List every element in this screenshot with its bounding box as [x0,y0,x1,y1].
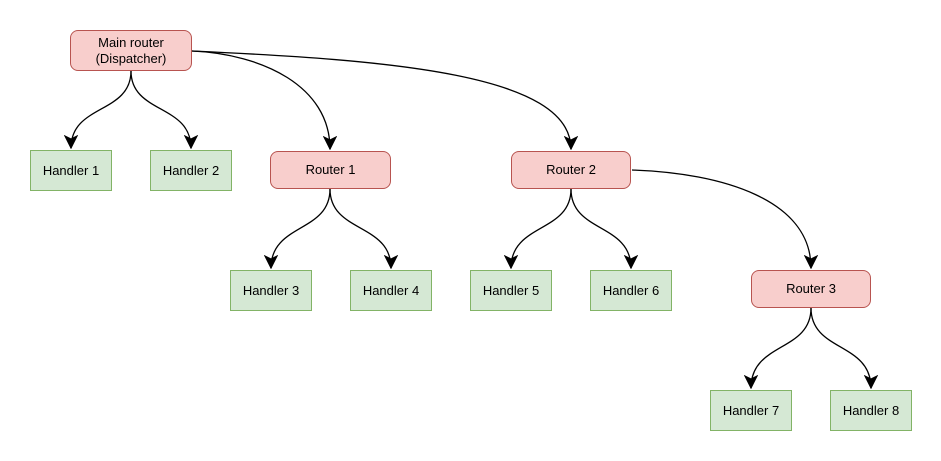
handler-4-label: Handler 4 [362,282,420,298]
node-router-3: Router 3 [751,270,871,308]
edge-router-3-to-handler-8 [810,307,871,388]
edge-main-router-to-router-2 [191,50,571,149]
node-handler-8: Handler 8 [830,390,912,431]
edge-main-router-to-handler-2 [130,70,191,148]
router-1-label: Router 1 [305,162,356,177]
handler-8-label: Handler 8 [842,402,900,418]
node-handler-3: Handler 3 [230,270,312,311]
edge-router-1-to-handler-3 [271,188,331,268]
router-2-label: Router 2 [546,162,596,177]
handler-5-label: Handler 5 [482,282,540,298]
edge-router-2-to-handler-6 [570,188,631,268]
handler-1-label: Handler 1 [42,162,100,178]
node-router-1: Router 1 [270,151,391,189]
node-handler-5: Handler 5 [470,270,552,311]
main-router-label-line1: Main router [98,34,164,50]
main-router-label-line2: (Dispatcher) [95,50,167,66]
node-handler-2: Handler 2 [150,150,232,191]
node-handler-4: Handler 4 [350,270,432,311]
router-3-label: Router 3 [786,281,836,296]
edge-main-router-to-router-1 [191,50,330,149]
edge-router-2-to-handler-5 [511,188,572,268]
node-router-2: Router 2 [511,151,631,189]
handler-7-label: Handler 7 [722,402,780,418]
edge-main-router-to-handler-1 [71,70,132,148]
handler-3-label: Handler 3 [242,282,300,298]
handler-2-label: Handler 2 [162,162,220,178]
node-handler-7: Handler 7 [710,390,792,431]
edge-router-1-to-handler-4 [329,188,391,268]
node-handler-1: Handler 1 [30,150,112,191]
node-handler-6: Handler 6 [590,270,672,311]
edge-router-2-to-router-3 [631,169,811,268]
node-main-router: Main router (Dispatcher) [70,30,192,71]
handler-6-label: Handler 6 [602,282,660,298]
edge-router-3-to-handler-7 [751,307,812,388]
